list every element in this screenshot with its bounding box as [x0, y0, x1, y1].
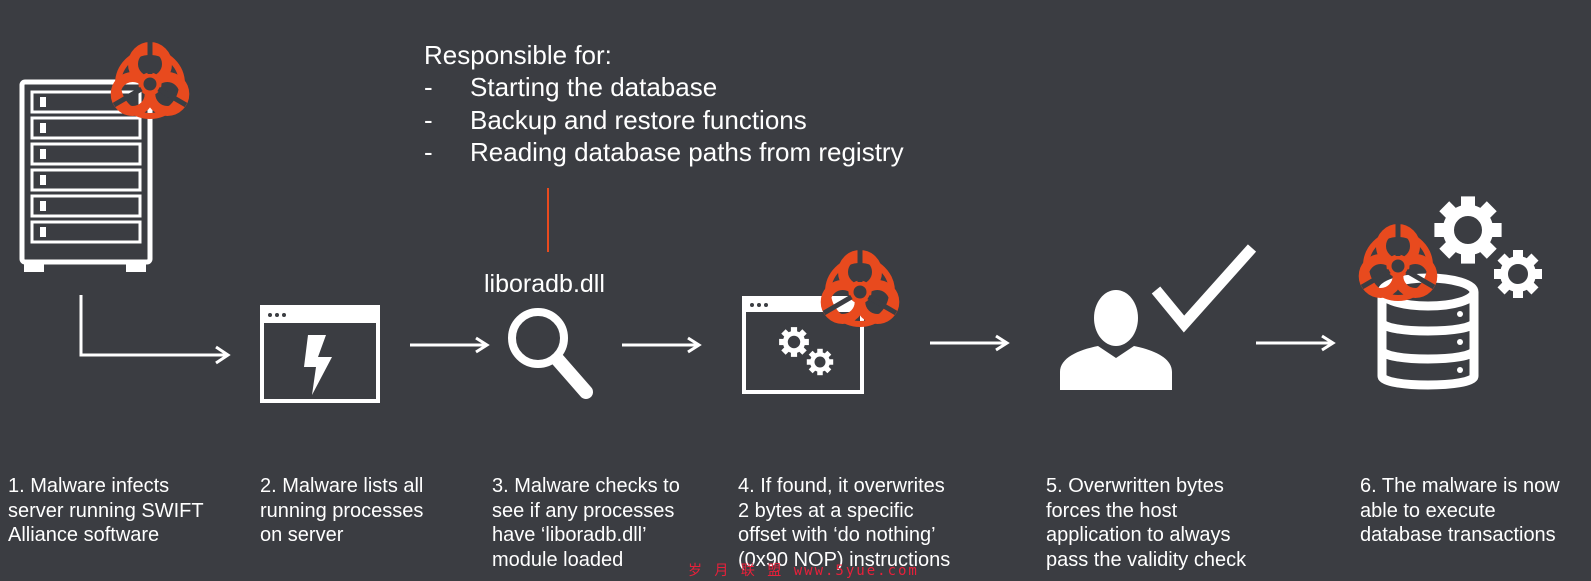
user-icon	[1060, 290, 1172, 390]
flow-arrow	[930, 334, 1010, 352]
flow-arrow	[622, 336, 702, 354]
biohazard-icon	[108, 40, 192, 124]
responsibility-item: - Backup and restore functions	[424, 105, 807, 135]
magnifier-icon	[508, 308, 593, 399]
flow-arrow	[1256, 334, 1336, 352]
bullet-dash: -	[424, 72, 433, 102]
step-6-caption: 6. The malware is now able to execute da…	[1360, 475, 1560, 546]
checkmark-icon	[1151, 244, 1257, 333]
biohazard-icon	[1356, 224, 1440, 308]
gears-icon	[1428, 192, 1548, 312]
module-label: liboradb.dll	[484, 270, 605, 298]
responsibility-item: - Reading database paths from registry	[424, 137, 904, 167]
bullet-dash: -	[424, 137, 433, 167]
biohazard-icon	[818, 250, 902, 334]
step-4-caption: 4. If found, it overwrites 2 bytes at a …	[738, 475, 951, 571]
connector-line	[547, 188, 549, 252]
responsibility-text: Backup and restore functions	[470, 105, 807, 135]
step-1-caption: 1. Malware infects server running SWIFT …	[8, 475, 204, 546]
bullet-dash: -	[424, 105, 433, 135]
server-rack-icon	[19, 79, 153, 272]
responsibility-text: Starting the database	[470, 72, 718, 102]
flow-arrow	[410, 336, 490, 354]
responsibility-item: - Starting the database	[424, 72, 717, 102]
step-2-caption: 2. Malware lists all running processes o…	[260, 475, 424, 546]
elbow-arrow	[79, 295, 231, 365]
window-lightning-icon	[260, 305, 380, 403]
responsibility-text: Reading database paths from registry	[470, 137, 904, 167]
step-3-caption: 3. Malware checks to see if any processe…	[492, 475, 680, 571]
watermark: 岁 月 联 盟 www.5yue.com	[688, 563, 919, 579]
responsibilities-title: Responsible for:	[424, 40, 612, 70]
step-5-caption: 5. Overwritten bytes forces the host app…	[1046, 475, 1247, 571]
